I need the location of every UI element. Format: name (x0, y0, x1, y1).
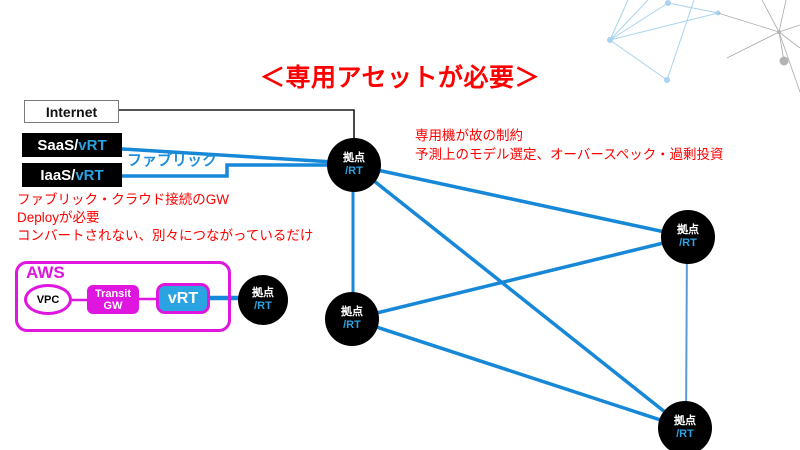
edge-internet-to-top-node (118, 109, 355, 142)
decor-gray-graphic (717, 0, 800, 93)
site-node-rt-label: /RT (345, 165, 363, 177)
iaas-label: IaaS/ (40, 166, 76, 184)
internet-box: Internet (24, 100, 119, 123)
left-annotation-line2: Deployが必要 (17, 210, 100, 225)
site-node-rt-label: /RT (679, 237, 697, 249)
edge-iaas-to-top-node (122, 163, 336, 178)
transit-gw-label: Transit GW (94, 287, 132, 312)
fabric-label: ファブリック (127, 152, 218, 169)
left-annotation-line3: コンバートされない、別々につながっているだけ (17, 228, 314, 243)
aws-vrt-label: vRT (167, 289, 199, 307)
site-node-right: 拠点 /RT (661, 210, 715, 264)
site-node-label: 拠点 (677, 224, 699, 236)
edge-top-to-bottom (352, 163, 687, 430)
site-node-top: 拠点 /RT (327, 138, 381, 192)
edge-top-to-right (353, 163, 689, 239)
site-node-label: 拠点 (341, 306, 363, 318)
left-annotation: ファブリック・クラウド接続のGW Deployが必要 コンバートされない、別々に… (17, 191, 313, 245)
right-annotation: 専用機が故の制約 予測上のモデル選定、オーバースペック・過剰投資 (415, 126, 723, 164)
iaas-vrt-label: vRT (75, 166, 104, 184)
site-node-label: 拠点 (674, 415, 696, 427)
left-annotation-line1: ファブリック・クラウド接続のGW (17, 192, 229, 207)
edge-saas-to-top-node (121, 147, 335, 164)
right-annotation-line1: 専用機が故の制約 (415, 128, 523, 143)
decor-network-dots (607, 0, 721, 83)
transit-gw-shape: Transit GW (87, 285, 139, 314)
edge-right-to-bottom (685, 236, 688, 429)
vpc-shape: VPC (24, 284, 72, 315)
saas-label: SaaS/ (37, 136, 79, 154)
internet-label: Internet (45, 103, 98, 120)
saas-vrt-label: vRT (78, 136, 107, 154)
site-node-rt-label: /RT (676, 428, 694, 440)
site-node-bottom: 拠点 /RT (658, 401, 712, 450)
right-annotation-line2: 予測上のモデル選定、オーバースペック・過剰投資 (415, 147, 724, 162)
iaas-vrt-box: IaaS/vRT (22, 163, 122, 187)
aws-vrt-shape: vRT (156, 283, 210, 314)
vpc-label: VPC (36, 293, 60, 306)
aws-label: AWS (26, 263, 65, 282)
site-node-label: 拠点 (252, 287, 274, 299)
edge-mid-to-bottom (351, 317, 686, 430)
site-node-label: 拠点 (343, 152, 365, 164)
site-node-rt-label: /RT (343, 319, 361, 331)
aws-group-box (15, 261, 231, 332)
site-node-aws: 拠点 /RT (238, 275, 288, 325)
slide-title: ＜専用アセットが必要＞ (259, 64, 540, 92)
saas-vrt-box: SaaS/vRT (22, 133, 122, 157)
edge-mid-to-right (351, 235, 689, 321)
site-node-rt-label: /RT (254, 300, 272, 312)
decor-gray-dots (777, 30, 789, 66)
decor-network-graphic (609, 0, 719, 81)
site-node-middle: 拠点 /RT (325, 292, 379, 346)
